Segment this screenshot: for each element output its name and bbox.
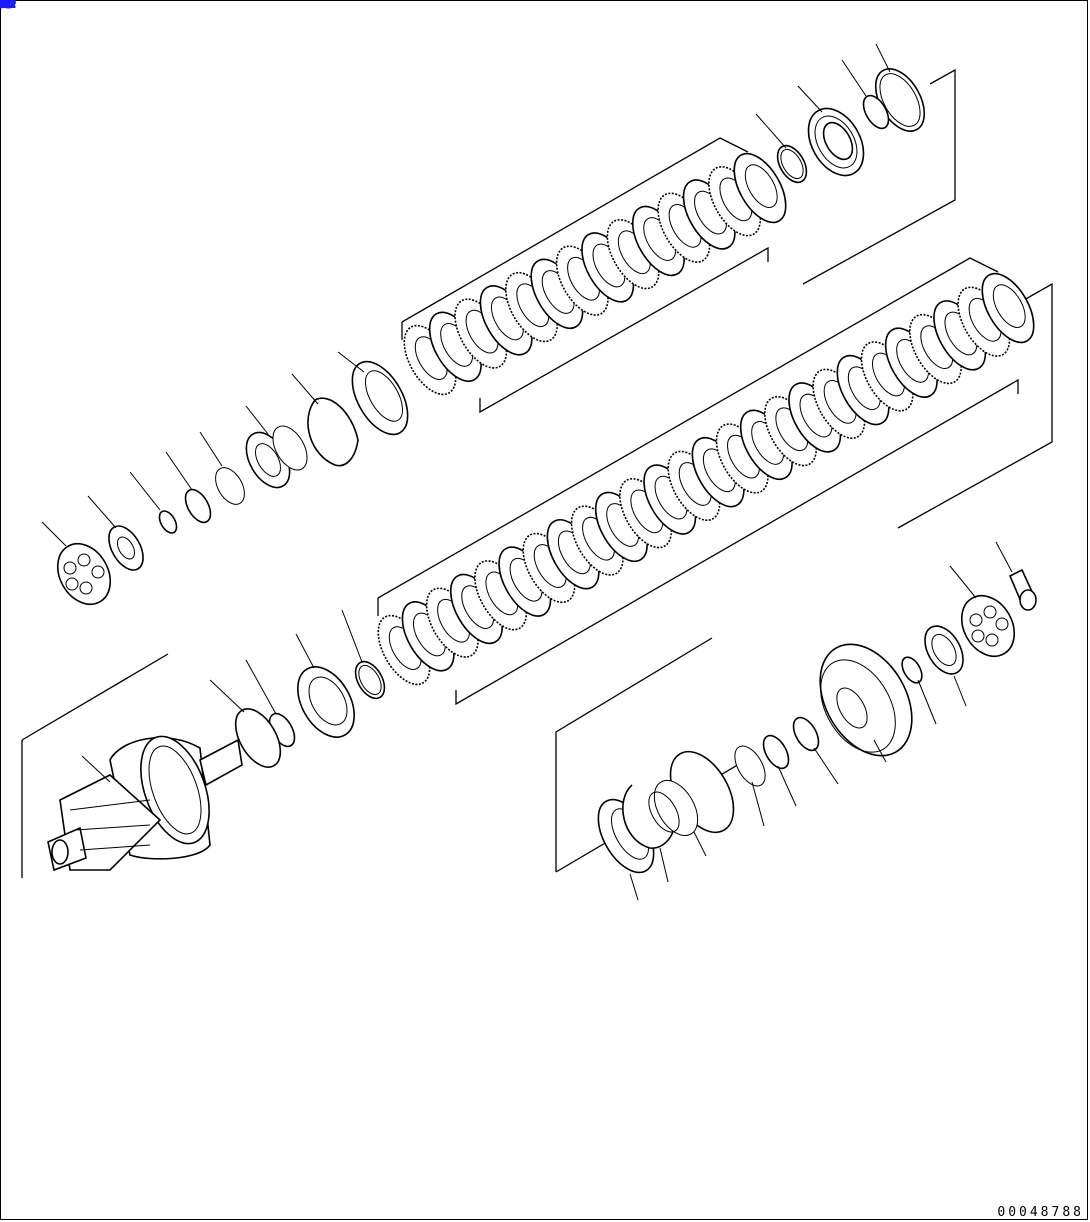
callout-labels: 1092135786175151242116222522613391124412…	[0, 0, 17, 15]
lower-clutch-pack-bracket	[377, 257, 1053, 706]
callout-2: 2	[0, 0, 8, 15]
callout-4: 4	[0, 0, 8, 15]
callout-13: 13	[0, 0, 17, 15]
gear-hub-18	[648, 750, 735, 836]
ring-9-upper	[862, 94, 890, 130]
callout-22: 22	[0, 0, 17, 15]
callout-23: 23	[0, 0, 17, 15]
ring-20	[792, 716, 820, 752]
callout-8: 8	[0, 0, 8, 15]
leader-lines	[41, 43, 1013, 901]
callout-5: 5	[0, 0, 8, 15]
clutch-plate-bore	[744, 164, 778, 208]
lower-clutch-plate-stack	[377, 272, 1035, 686]
drawing-number: 00048788	[997, 1205, 1084, 1220]
seal-24	[924, 625, 964, 675]
plate-7-upper	[351, 360, 409, 436]
ring-13-gear	[762, 734, 790, 770]
upper-clutch-plate-stack	[403, 152, 787, 396]
snap-ring-8-upper	[307, 397, 359, 467]
ring-13-upper	[776, 144, 808, 184]
callout-22: 22	[0, 0, 17, 15]
callout-13: 13	[0, 0, 17, 15]
bearing-17	[245, 425, 308, 489]
upper-clutch-pack-bracket	[401, 68, 956, 414]
callout-8: 8	[0, 0, 8, 15]
callout-12: 12	[0, 0, 17, 15]
callout-13: 13	[0, 0, 17, 15]
callout-10: 10	[0, 0, 17, 15]
callout-7: 7	[0, 0, 8, 15]
needle-bearing-15	[215, 467, 245, 505]
ring-21	[158, 510, 178, 534]
callout-6: 6	[0, 0, 8, 15]
callout-20: 20	[0, 0, 17, 15]
ring-13-lower	[354, 660, 386, 700]
callout-9: 9	[0, 0, 8, 15]
callout-4: 4	[0, 0, 8, 15]
callout-5: 5	[0, 0, 8, 15]
callout-21: 21	[0, 0, 17, 15]
needle-bearing-14	[734, 745, 766, 787]
bearing-22-left	[56, 543, 112, 605]
callout-14: 14	[0, 0, 17, 15]
callout-17: 17	[0, 0, 17, 15]
callout-18: 18	[0, 0, 17, 15]
callout-9: 9	[0, 0, 8, 15]
plug-25	[1008, 568, 1037, 611]
callout-1: 1	[0, 0, 8, 15]
bearing-3	[297, 666, 355, 738]
callout-6: 6	[0, 0, 8, 15]
washer-16	[108, 525, 144, 571]
callout-19: 19	[0, 0, 17, 15]
callout-16: 16	[0, 0, 17, 15]
callout-7: 7	[0, 0, 8, 15]
bearing-22-right	[960, 595, 1016, 657]
bearing-2	[807, 107, 865, 177]
callout-24: 24	[0, 0, 17, 15]
callout-25: 25	[0, 0, 17, 15]
clutch-drum-1	[21, 653, 243, 878]
callout-11: 11	[0, 0, 16, 15]
clutch-plate-bore	[992, 284, 1026, 328]
callout-15: 15	[0, 0, 17, 15]
gear-19	[819, 643, 913, 757]
callout-3: 3	[0, 0, 8, 15]
ring-12	[184, 488, 212, 524]
